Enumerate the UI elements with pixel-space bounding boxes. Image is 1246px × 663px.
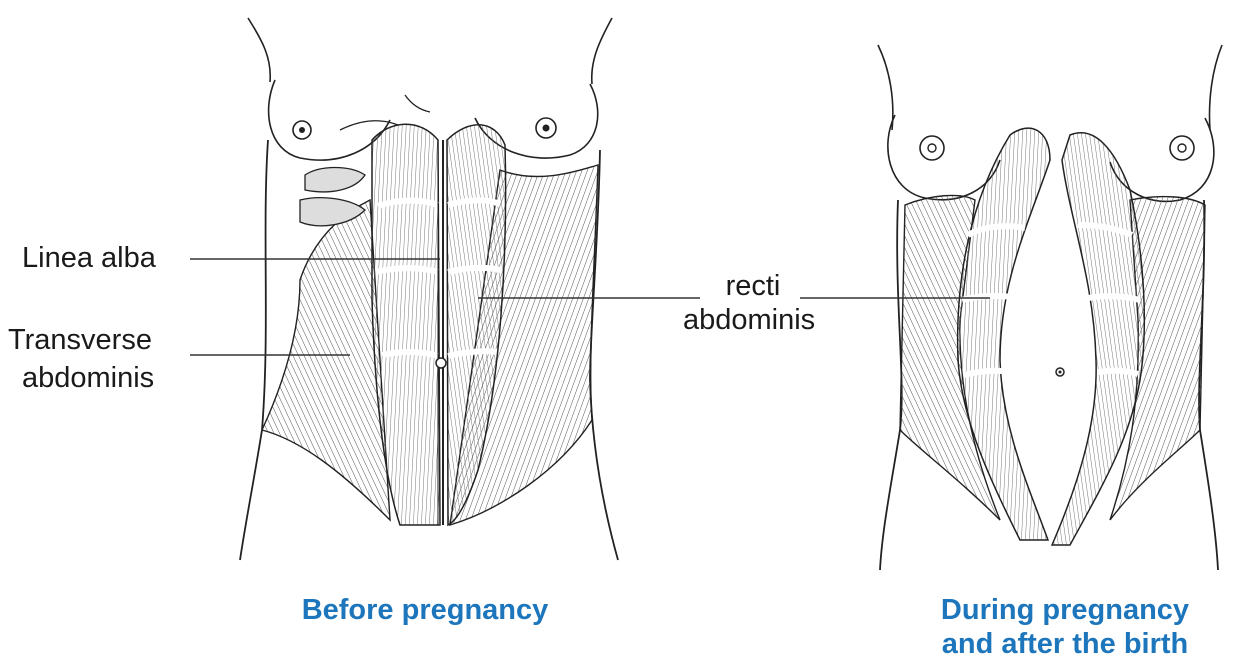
torso-during-pregnancy — [878, 45, 1222, 570]
torso-before-pregnancy — [240, 18, 618, 560]
recti-abdominis-label-line2: abdominis — [683, 304, 815, 337]
linea-alba-label: Linea alba — [22, 242, 156, 275]
transverse-abdominis-label-line2: abdominis — [22, 362, 154, 395]
recti-abdominis-label-line1: recti — [713, 270, 793, 303]
caption-before-pregnancy: Before pregnancy — [270, 593, 580, 627]
transverse-abdominis-label-line1: Transverse — [8, 324, 152, 357]
caption-during-pregnancy-line2: and after the birth — [900, 627, 1230, 661]
caption-during-pregnancy-line1: During pregnancy — [900, 593, 1230, 627]
